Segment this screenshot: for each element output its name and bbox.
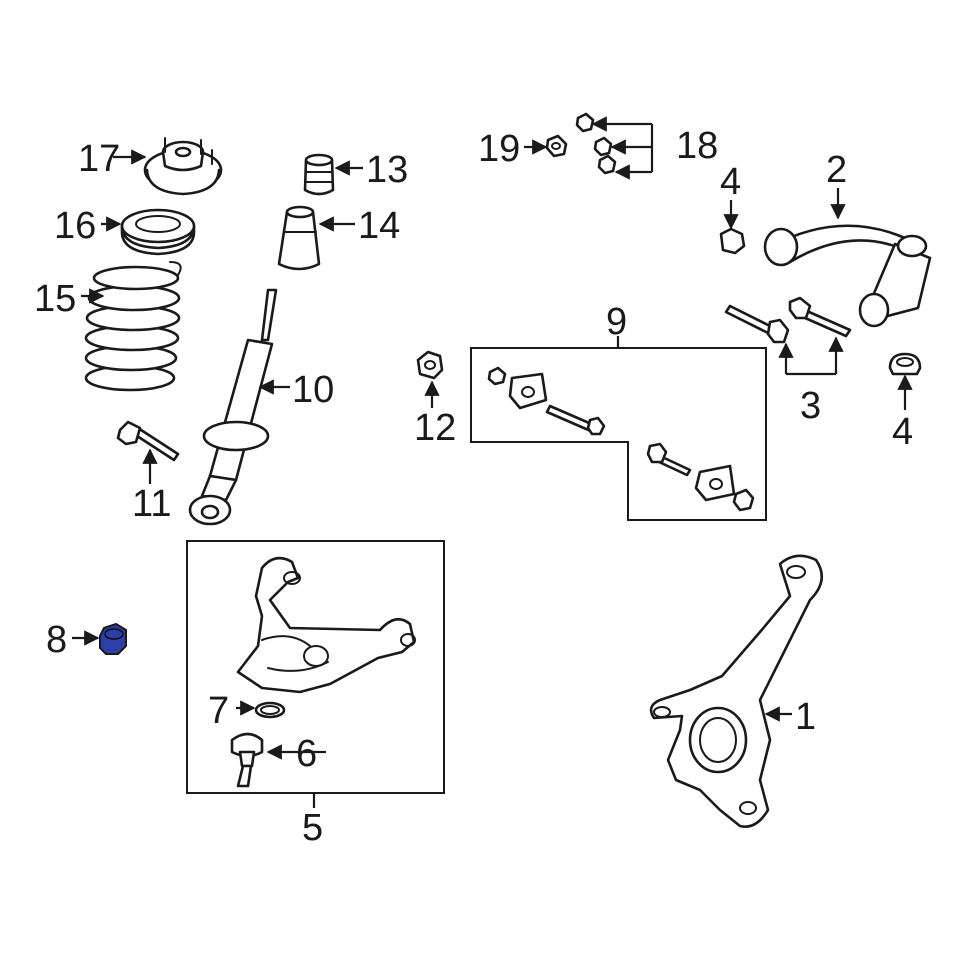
upper-spring-mount[interactable] [143, 137, 223, 196]
callout-16: 16 [54, 205, 96, 247]
shock-bolt[interactable] [116, 420, 180, 462]
callout-10: 10 [292, 369, 334, 411]
callout-7: 7 [208, 690, 229, 732]
callout-13: 13 [366, 149, 408, 191]
callout-4-lower: 4 [892, 411, 913, 453]
leader-lines [72, 116, 913, 808]
spring-insulator[interactable] [120, 208, 196, 256]
callout-17: 17 [78, 138, 120, 180]
callout-2: 2 [826, 149, 847, 191]
steering-knuckle[interactable] [649, 554, 824, 828]
callout-1: 1 [795, 696, 816, 738]
callout-labels: 1 2 3 4 4 5 6 7 8 9 10 11 12 13 14 15 16… [34, 125, 913, 849]
nut-19[interactable] [545, 134, 568, 158]
alignment-kit-box [470, 347, 767, 521]
callout-3: 3 [800, 385, 821, 427]
shock-absorber[interactable] [188, 288, 278, 526]
nuts-18[interactable] [575, 112, 617, 175]
nut-4-lower[interactable] [888, 352, 922, 376]
control-arm-bolts[interactable] [724, 296, 852, 344]
callout-11: 11 [132, 483, 171, 525]
callout-12: 12 [414, 407, 456, 449]
nut-8-highlighted[interactable] [99, 622, 127, 655]
nut-12[interactable] [416, 350, 444, 380]
callout-5: 5 [302, 807, 323, 849]
callout-4-upper: 4 [720, 161, 741, 203]
snap-ring[interactable] [254, 701, 286, 719]
callout-14: 14 [358, 205, 400, 247]
callout-18: 18 [676, 125, 718, 167]
lower-control-arm[interactable] [236, 556, 416, 694]
callout-15: 15 [34, 278, 76, 320]
callout-6: 6 [296, 733, 317, 775]
dust-boot[interactable] [277, 205, 321, 271]
callout-19: 19 [478, 128, 520, 170]
callout-9: 9 [606, 301, 627, 343]
jounce-bumper[interactable] [303, 153, 335, 196]
coil-spring[interactable] [84, 261, 182, 392]
ball-joint[interactable] [230, 732, 264, 788]
nut-4-upper[interactable] [719, 227, 746, 255]
callout-8: 8 [46, 619, 67, 661]
upper-control-arm[interactable] [763, 224, 932, 328]
lower-control-arm-box [186, 540, 445, 794]
